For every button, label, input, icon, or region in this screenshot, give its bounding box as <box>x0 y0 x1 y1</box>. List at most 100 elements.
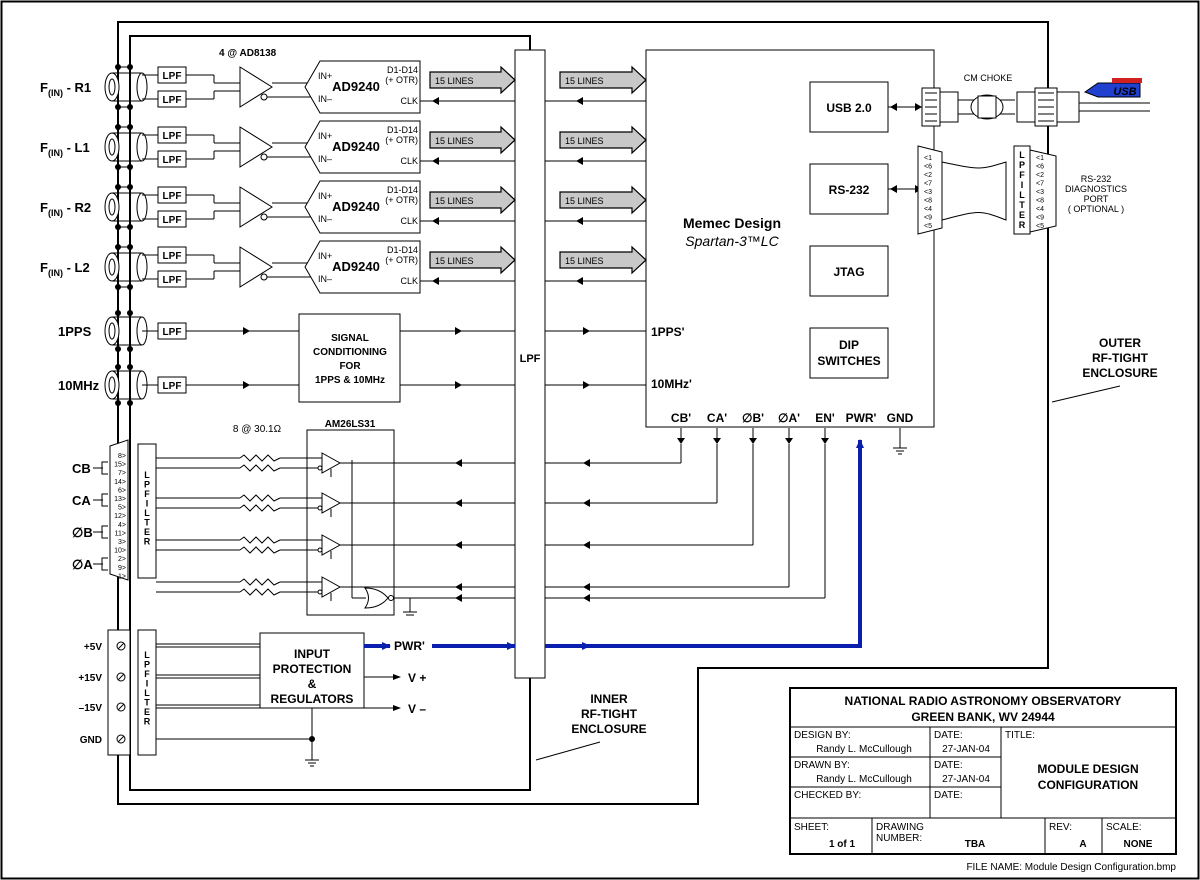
lpfilter-letter: T <box>144 698 150 708</box>
lpfilter-letter: I <box>146 679 149 689</box>
db9-pin: <6 <box>924 164 932 171</box>
tb-sheet: 1 of 1 <box>829 839 856 850</box>
coax-connector-center <box>108 138 116 156</box>
fpga-pin-10mhz: 10MHz' <box>651 377 692 391</box>
db15-pin: 4> <box>118 522 126 529</box>
outer-enclosure-label: OUTER <box>1099 336 1141 350</box>
junction-dot <box>127 364 133 370</box>
db15-pin: 14> <box>114 479 126 486</box>
coax-connector-end-right <box>136 132 148 162</box>
line-driver-3 <box>156 444 754 559</box>
adc-otr: (+ OTR) <box>385 195 418 205</box>
junction-dot <box>309 736 315 742</box>
jtag-block-label: JTAG <box>833 265 864 279</box>
lpfilter-letter: R <box>144 537 151 547</box>
lpfilter-letter: R <box>1019 220 1026 230</box>
fpga-pin-1pps: 1PPS' <box>651 325 685 339</box>
coax-connector-center <box>108 322 116 340</box>
coax-connector-body <box>112 72 142 102</box>
outer-enclosure-label: RF-TIGHT <box>1092 351 1149 365</box>
db9-pin: <2 <box>1036 172 1044 179</box>
inverting-output-icon <box>388 595 394 601</box>
tb-date-2: 27-JAN-04 <box>942 774 990 785</box>
signal-arrow-icon <box>583 541 590 549</box>
lpf-box-label: LPF <box>163 131 182 142</box>
usb-logo-stripe <box>1112 78 1142 83</box>
adc-ad9240 <box>304 120 421 174</box>
arrow-left-icon <box>890 103 897 111</box>
connector-icon <box>101 461 108 475</box>
channel-label: F(IN) - R2 <box>40 200 91 218</box>
coax-connector-center <box>108 198 116 216</box>
coax-connector-end <box>104 252 120 282</box>
coax-connector-end-right <box>136 192 148 222</box>
arrow-left-icon <box>890 185 897 193</box>
tb-title-label: TITLE: <box>1005 730 1035 741</box>
db9-pin: <6 <box>1036 164 1044 171</box>
lpfilter-letter: E <box>144 527 150 537</box>
junction-dot <box>115 364 121 370</box>
fpga-pin-1: CA' <box>707 411 727 425</box>
connector-icon <box>101 557 108 571</box>
clk-arrow-icon <box>576 277 583 285</box>
coax-connector-end <box>104 316 120 346</box>
inner-enclosure-outline <box>129 35 531 791</box>
coax-connector-end <box>104 132 120 162</box>
adc-output-bus <box>429 185 516 215</box>
signal-arrow-icon <box>583 594 590 602</box>
lpfilter-letter: L <box>144 508 150 518</box>
arrow-down-icon <box>749 438 757 444</box>
db15-pin: 13> <box>114 496 126 503</box>
arrow-down-icon <box>785 438 793 444</box>
amplifier-icon <box>239 66 273 108</box>
rs232-block-label: RS-232 <box>829 183 870 197</box>
encoder-output-label: CA <box>72 493 91 508</box>
adc-in-plus: IN+ <box>318 191 332 201</box>
junction-dot <box>115 346 121 352</box>
db15-pin: 1> <box>118 573 126 580</box>
tb-file-name: FILE NAME: Module Design Configuration.b… <box>966 862 1176 873</box>
tb-title-1: MODULE DESIGN <box>1037 762 1138 776</box>
rs232-note: DIAGNOSTICS <box>1065 184 1127 194</box>
amp-label: 4 @ AD8138 <box>219 48 277 59</box>
inverting-output-icon <box>317 465 323 471</box>
coax-connector-end-right <box>136 252 148 282</box>
driver-label: AM26LS31 <box>325 419 376 430</box>
title-block <box>789 687 1177 855</box>
signal-conditioning-line: SIGNAL <box>331 333 369 344</box>
db9-pin: <7 <box>924 181 932 188</box>
adc-data-pins: D1-D14 <box>387 185 418 195</box>
line-driver-2 <box>156 444 718 517</box>
db15-pin: 10> <box>114 548 126 555</box>
input-protection-line: REGULATORS <box>271 692 354 706</box>
channel-label: F(IN) - R1 <box>40 80 91 98</box>
inverting-output-icon <box>260 273 268 281</box>
line-driver-1 <box>156 444 682 477</box>
fpga-input-bus <box>559 65 647 95</box>
lpf-box-label: LPF <box>163 155 182 166</box>
adc-ad9240 <box>304 60 421 114</box>
lpfilter-letter: I <box>146 499 149 509</box>
arrow-right-icon <box>915 103 922 111</box>
resistor-icon <box>239 504 281 512</box>
encoder-output-label: ∅A <box>72 557 93 572</box>
db9-pin: <5 <box>1036 223 1044 230</box>
fpga-pin-5: PWR' <box>846 411 877 425</box>
db15-pin: 12> <box>114 513 126 520</box>
adc-label: AD9240 <box>332 199 380 214</box>
db9-pin: <4 <box>924 206 932 213</box>
signal-conditioning-line: FOR <box>339 361 361 372</box>
adc-output-bus <box>429 125 516 155</box>
arrow-down-icon <box>713 438 721 444</box>
lpfilter-letter: L <box>144 650 150 660</box>
lpf-box-label: LPF <box>163 191 182 202</box>
tb-scale: NONE <box>1124 839 1153 850</box>
backplane-lpf-label: LPF <box>520 353 541 365</box>
lpf-box-label: LPF <box>163 275 182 286</box>
usb-plug <box>1016 91 1036 123</box>
db9-pin: <9 <box>924 215 932 222</box>
adc-otr: (+ OTR) <box>385 255 418 265</box>
